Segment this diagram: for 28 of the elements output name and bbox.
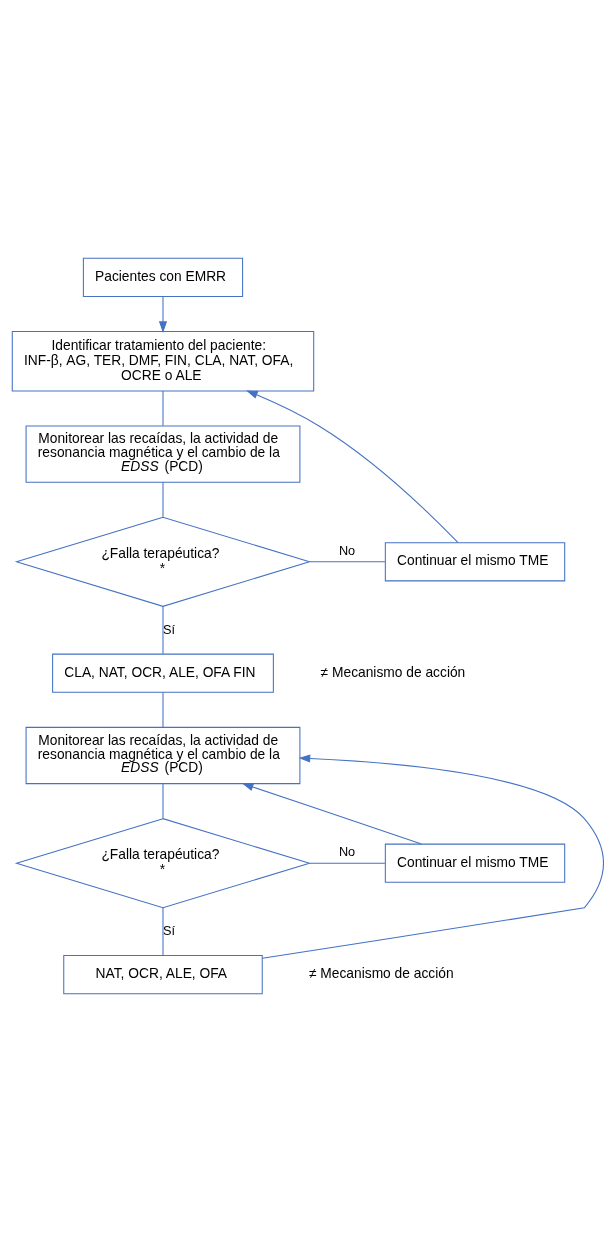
connector xyxy=(309,862,386,864)
edge-label: No xyxy=(338,844,356,860)
edge-label: No xyxy=(338,543,356,558)
arrow xyxy=(261,754,605,959)
label: ≠ Mecanismo de acción xyxy=(320,664,466,680)
node-box: CLA, NAT, OCR, ALE, OFA FIN xyxy=(52,653,274,693)
connector xyxy=(162,481,164,518)
connector xyxy=(162,605,164,655)
connector xyxy=(162,390,164,427)
node-box: Identificar tratamiento del paciente: INF-β, AG, TER, DMF, FIN, CLA, NAT, OFA, OCRE o ALE xyxy=(11,330,315,392)
edge-label: Sí xyxy=(162,621,176,637)
node-box: Pacientes con EMRR xyxy=(82,257,244,297)
arrow xyxy=(246,390,459,543)
node-box: Monitorear las recaídas, la actividad de resonancia magnética y el cambio de la EDSS (PCD) xyxy=(25,425,301,483)
node-box: Monitorear las recaídas, la actividad de resonancia magnética y el cambio de la EDSS (PCD) xyxy=(25,726,301,785)
node-diamond: ¿Falla terapéutica? * xyxy=(14,818,312,909)
label: ≠ Mecanismo de acción xyxy=(308,966,454,982)
connector xyxy=(309,561,386,563)
node-box: Continuar el mismo TME xyxy=(384,843,566,883)
connector xyxy=(162,907,164,956)
node-box: Continuar el mismo TME xyxy=(384,542,566,582)
arrow xyxy=(158,296,168,334)
node-box: NAT, OCR, ALE, OFA xyxy=(63,955,263,995)
node-diamond: ¿Falla terapéutica? * xyxy=(14,516,312,607)
connector xyxy=(162,691,164,728)
arrow xyxy=(241,783,422,845)
connector xyxy=(162,783,164,819)
edge-label: Sí xyxy=(162,922,176,938)
